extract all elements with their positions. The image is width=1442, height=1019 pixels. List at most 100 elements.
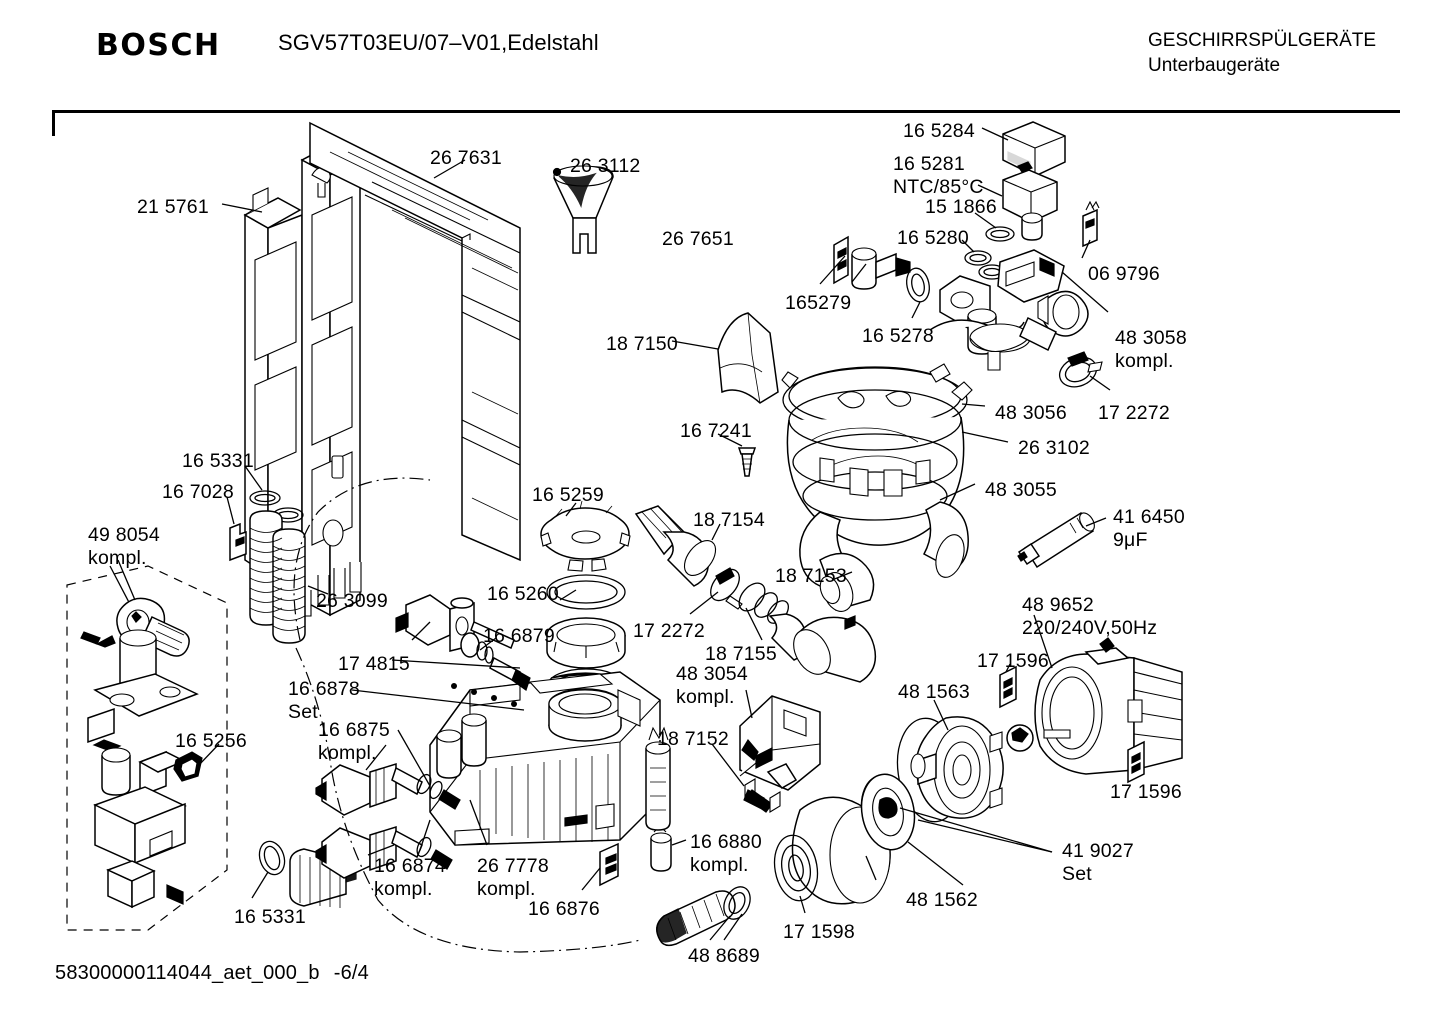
leader-215761 <box>221 203 263 213</box>
leader-165278 <box>911 301 921 319</box>
callout-165280: 16 5280 <box>897 227 969 249</box>
callout-481562: 48 1562 <box>906 889 978 911</box>
part-funnel-263112 <box>552 165 614 254</box>
part-sensor-165279 <box>833 235 911 290</box>
callout-165260: 16 5260 <box>487 583 559 605</box>
callout-267651: 26 7651 <box>662 228 734 250</box>
leader-187150 <box>671 340 719 350</box>
leader-483054 <box>745 689 753 719</box>
bosch-logo: BOSCH <box>96 28 221 63</box>
callout-166876: 16 6876 <box>528 898 600 920</box>
category-heading: GESCHIRRSPÜLGERÄTE Unterbaugeräte <box>1148 28 1376 78</box>
part-sump-267778 <box>429 671 661 846</box>
part-connector-166874 <box>315 825 453 879</box>
leader-069796 <box>1081 239 1091 259</box>
part-seal-ring-165260 <box>546 574 626 702</box>
leader-187152 <box>711 743 745 787</box>
callout-165279: 165279 <box>785 292 852 314</box>
leader-263102 <box>961 431 1009 443</box>
leader-187153 <box>831 571 853 581</box>
leader-416450 <box>1085 517 1107 527</box>
part-cover-187150 <box>717 312 779 404</box>
leader-151866 <box>974 212 997 229</box>
document-id: 58300000114044_aet_000_b <box>55 962 320 984</box>
leader-174815-b <box>391 659 521 669</box>
leader-483055 <box>939 483 976 501</box>
leader-498054 <box>117 559 136 601</box>
callout-498054: 49 8054 kompl. <box>88 524 160 569</box>
leader-267778 <box>469 799 488 846</box>
part-impeller-481563 <box>896 716 1034 823</box>
callout-187150: 18 7150 <box>606 333 678 355</box>
callout-166879: 16 6879 <box>483 625 555 647</box>
callout-165281: 16 5281 NTC/85°C <box>893 153 984 198</box>
leader-166875-a <box>365 744 387 771</box>
assembly-boundary-upper <box>293 477 431 641</box>
callout-483055: 48 3055 <box>985 479 1057 501</box>
part-hose-187153 <box>793 552 877 683</box>
leader-267631 <box>433 159 466 179</box>
callout-174815: 17 4815 <box>338 653 410 675</box>
leader-483058 <box>1061 271 1109 313</box>
callout-187154: 18 7154 <box>693 509 765 531</box>
leader-167241 <box>717 433 743 447</box>
part-distributor-483058 <box>929 249 1089 371</box>
callout-416450: 41 6450 9μF <box>1113 506 1185 551</box>
leader-187155 <box>745 607 763 641</box>
part-clip-171596-lower <box>1127 740 1145 784</box>
category-main: GESCHIRRSPÜLGERÄTE <box>1148 30 1377 51</box>
callout-069796: 06 9796 <box>1088 263 1160 285</box>
callout-165259: 16 5259 <box>532 484 604 506</box>
part-valve-rod-174815 <box>395 594 531 691</box>
leader-165331-bottom <box>251 871 269 899</box>
leader-481562-right <box>907 841 964 886</box>
callout-215761: 21 5761 <box>137 196 209 218</box>
leader-263099 <box>307 585 329 595</box>
part-door-panel-267631 <box>309 121 521 562</box>
leader-172272-left <box>689 591 719 615</box>
part-clip-171596-upper <box>999 665 1017 709</box>
callout-263112: 26 3112 <box>570 155 641 177</box>
frame-left-tick <box>52 110 55 136</box>
leader-174815-a <box>411 621 431 641</box>
callout-165331-bottom: 16 5331 <box>234 906 306 928</box>
part-187152-element <box>645 726 781 831</box>
leader-171598 <box>799 895 806 914</box>
leader-165281 <box>977 184 1003 197</box>
leader-481563 <box>933 699 949 731</box>
callout-166880: 16 6880 kompl. <box>690 831 762 876</box>
part-tub-bowl-263102 <box>781 363 973 587</box>
leader-165259 <box>565 502 577 517</box>
part-corrugated-hose-488689 <box>656 886 751 947</box>
leader-187154 <box>711 523 721 541</box>
page-footer: 58300000114044_aet_000_b-6/4 <box>55 962 369 985</box>
leader-166875-b <box>397 729 431 787</box>
part-group-498054 <box>66 565 228 931</box>
leader-166878 <box>351 689 525 711</box>
leader-166879 <box>479 637 497 651</box>
callout-187153: 18 7153 <box>775 565 847 587</box>
leader-165280 <box>961 239 975 253</box>
leader-419027-a <box>899 807 1053 853</box>
part-clamp-172272-right <box>1058 351 1103 388</box>
callout-263102: 26 3102 <box>1018 437 1090 459</box>
leader-166874-a <box>367 844 395 856</box>
leader-171596-upper <box>1005 663 1011 673</box>
callout-483056: 48 3056 <box>995 402 1067 424</box>
leader-489652 <box>1033 614 1053 669</box>
leader-165279-a <box>819 255 846 285</box>
callout-419027: 41 9027 Set <box>1062 840 1134 885</box>
callout-165256: 16 5256 <box>175 730 247 752</box>
callout-165284: 16 5284 <box>903 120 975 142</box>
callout-263099: 26 3099 <box>316 590 388 612</box>
leader-167028 <box>226 496 235 525</box>
leader-488689-b <box>723 913 743 941</box>
leader-165331-top <box>244 465 263 491</box>
part-pump-481562 <box>773 773 916 905</box>
callout-166874: 16 6874 kompl. <box>374 855 446 900</box>
part-door-frame-215761 <box>243 135 390 617</box>
callout-166878: 16 6878 Set <box>288 678 360 723</box>
part-clip-167028 <box>229 522 247 562</box>
